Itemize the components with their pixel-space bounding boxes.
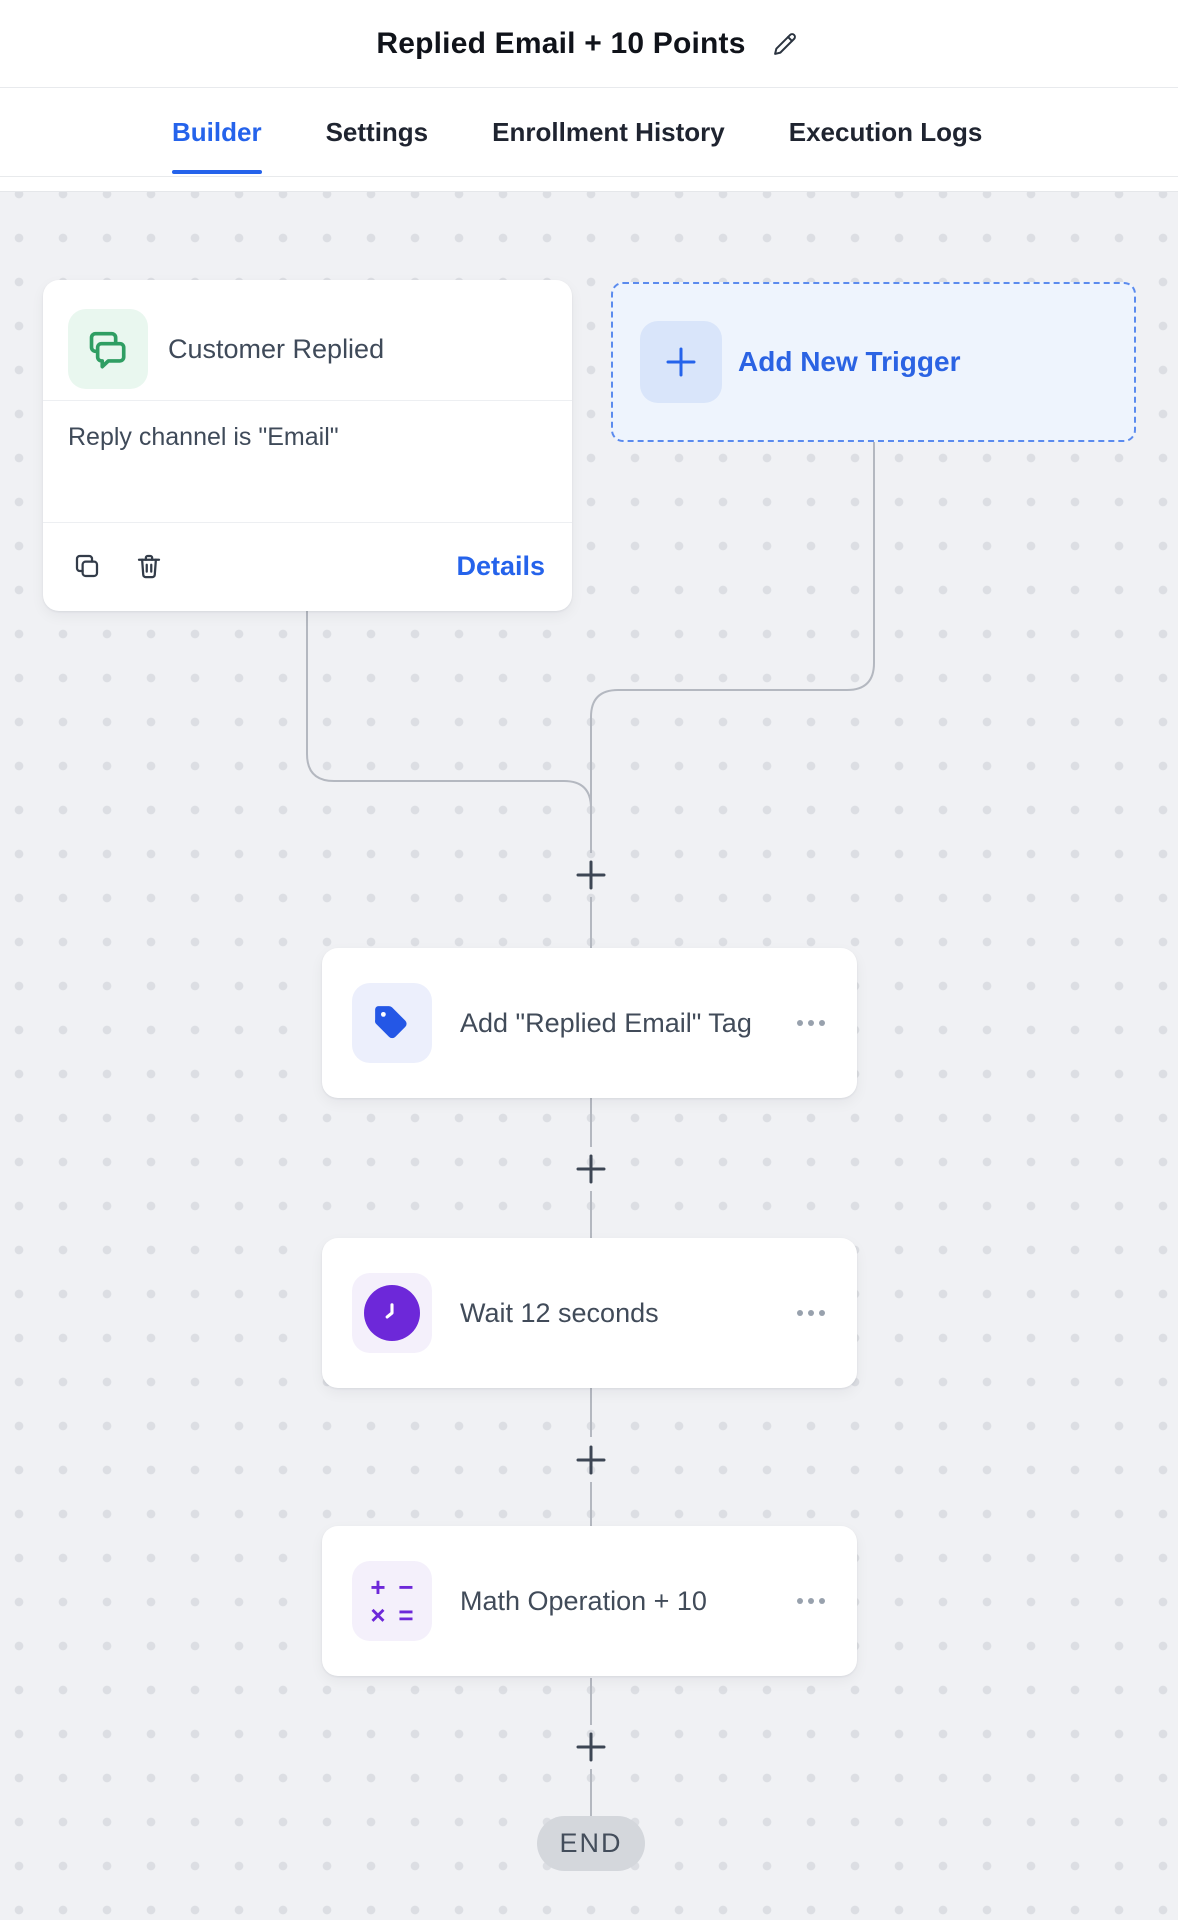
copy-icon <box>75 554 99 578</box>
clock-icon <box>352 1273 432 1353</box>
tab-execution-logs[interactable]: Execution Logs <box>789 89 983 176</box>
header: Replied Email + 10 Points <box>0 0 1178 88</box>
plus-icon <box>576 1154 606 1184</box>
trigger-title: Customer Replied <box>168 333 385 364</box>
trigger-condition-text: Reply channel is "Email" <box>68 423 339 451</box>
tab-enrollment-history[interactable]: Enrollment History <box>492 89 725 176</box>
tag-icon <box>352 983 432 1063</box>
ellipsis-icon[interactable] <box>795 1012 827 1034</box>
minus-glyph: − <box>398 1572 414 1602</box>
tab-enrollment-history-label: Enrollment History <box>492 117 725 147</box>
tab-bar: Builder Settings Enrollment History Exec… <box>0 89 1178 177</box>
multiply-glyph: × <box>370 1600 386 1630</box>
step-card-wait[interactable]: Wait 12 seconds <box>322 1238 857 1388</box>
copy-trigger-button[interactable] <box>70 549 104 583</box>
plus-icon <box>640 321 722 403</box>
trash-icon <box>137 554 161 579</box>
add-step-button-4[interactable] <box>569 1725 613 1769</box>
chat-bubbles-icon <box>68 309 148 389</box>
trigger-card-customer-replied[interactable]: Customer Replied Reply channel is "Email… <box>43 280 572 611</box>
trigger-condition-section: Reply channel is "Email" <box>43 400 572 523</box>
edit-title-button[interactable] <box>768 27 802 61</box>
step-card-math-operation[interactable]: +−× = Math Operation + 10 <box>322 1526 857 1676</box>
math-icon: +−× = <box>352 1561 432 1641</box>
ellipsis-icon[interactable] <box>795 1302 827 1324</box>
tab-builder-label: Builder <box>172 117 262 147</box>
step-title: Add "Replied Email" Tag <box>460 1007 752 1038</box>
step-title: Math Operation + 10 <box>460 1585 707 1616</box>
page-title: Replied Email + 10 Points <box>376 26 746 60</box>
tab-execution-logs-label: Execution Logs <box>788 117 983 147</box>
step-card-add-tag[interactable]: Add "Replied Email" Tag <box>322 948 857 1098</box>
add-step-button-1[interactable] <box>569 853 613 897</box>
delete-trigger-button[interactable] <box>132 549 166 583</box>
add-new-trigger-button[interactable]: Add New Trigger <box>611 282 1136 442</box>
add-step-button-3[interactable] <box>569 1438 613 1482</box>
ellipsis-icon[interactable] <box>795 1590 827 1612</box>
equals-glyph: = <box>398 1600 414 1630</box>
add-new-trigger-label: Add New Trigger <box>738 346 961 377</box>
trigger-card-footer: Details <box>43 523 572 609</box>
pencil-icon <box>773 32 796 55</box>
workflow-canvas[interactable]: Customer Replied Reply channel is "Email… <box>0 191 1178 1920</box>
trigger-card-header: Customer Replied <box>43 280 572 400</box>
plus-icon <box>576 860 606 890</box>
plus-glyph: + <box>370 1572 386 1602</box>
add-step-button-2[interactable] <box>569 1147 613 1191</box>
step-title: Wait 12 seconds <box>460 1297 659 1328</box>
tab-settings-label: Settings <box>325 117 429 147</box>
end-label: END <box>559 1828 623 1858</box>
tab-builder[interactable]: Builder <box>172 89 262 176</box>
trigger-details-link[interactable]: Details <box>456 550 545 581</box>
plus-icon <box>576 1445 606 1475</box>
tab-settings[interactable]: Settings <box>326 89 429 176</box>
end-node: END <box>537 1816 645 1871</box>
plus-icon <box>576 1732 606 1762</box>
